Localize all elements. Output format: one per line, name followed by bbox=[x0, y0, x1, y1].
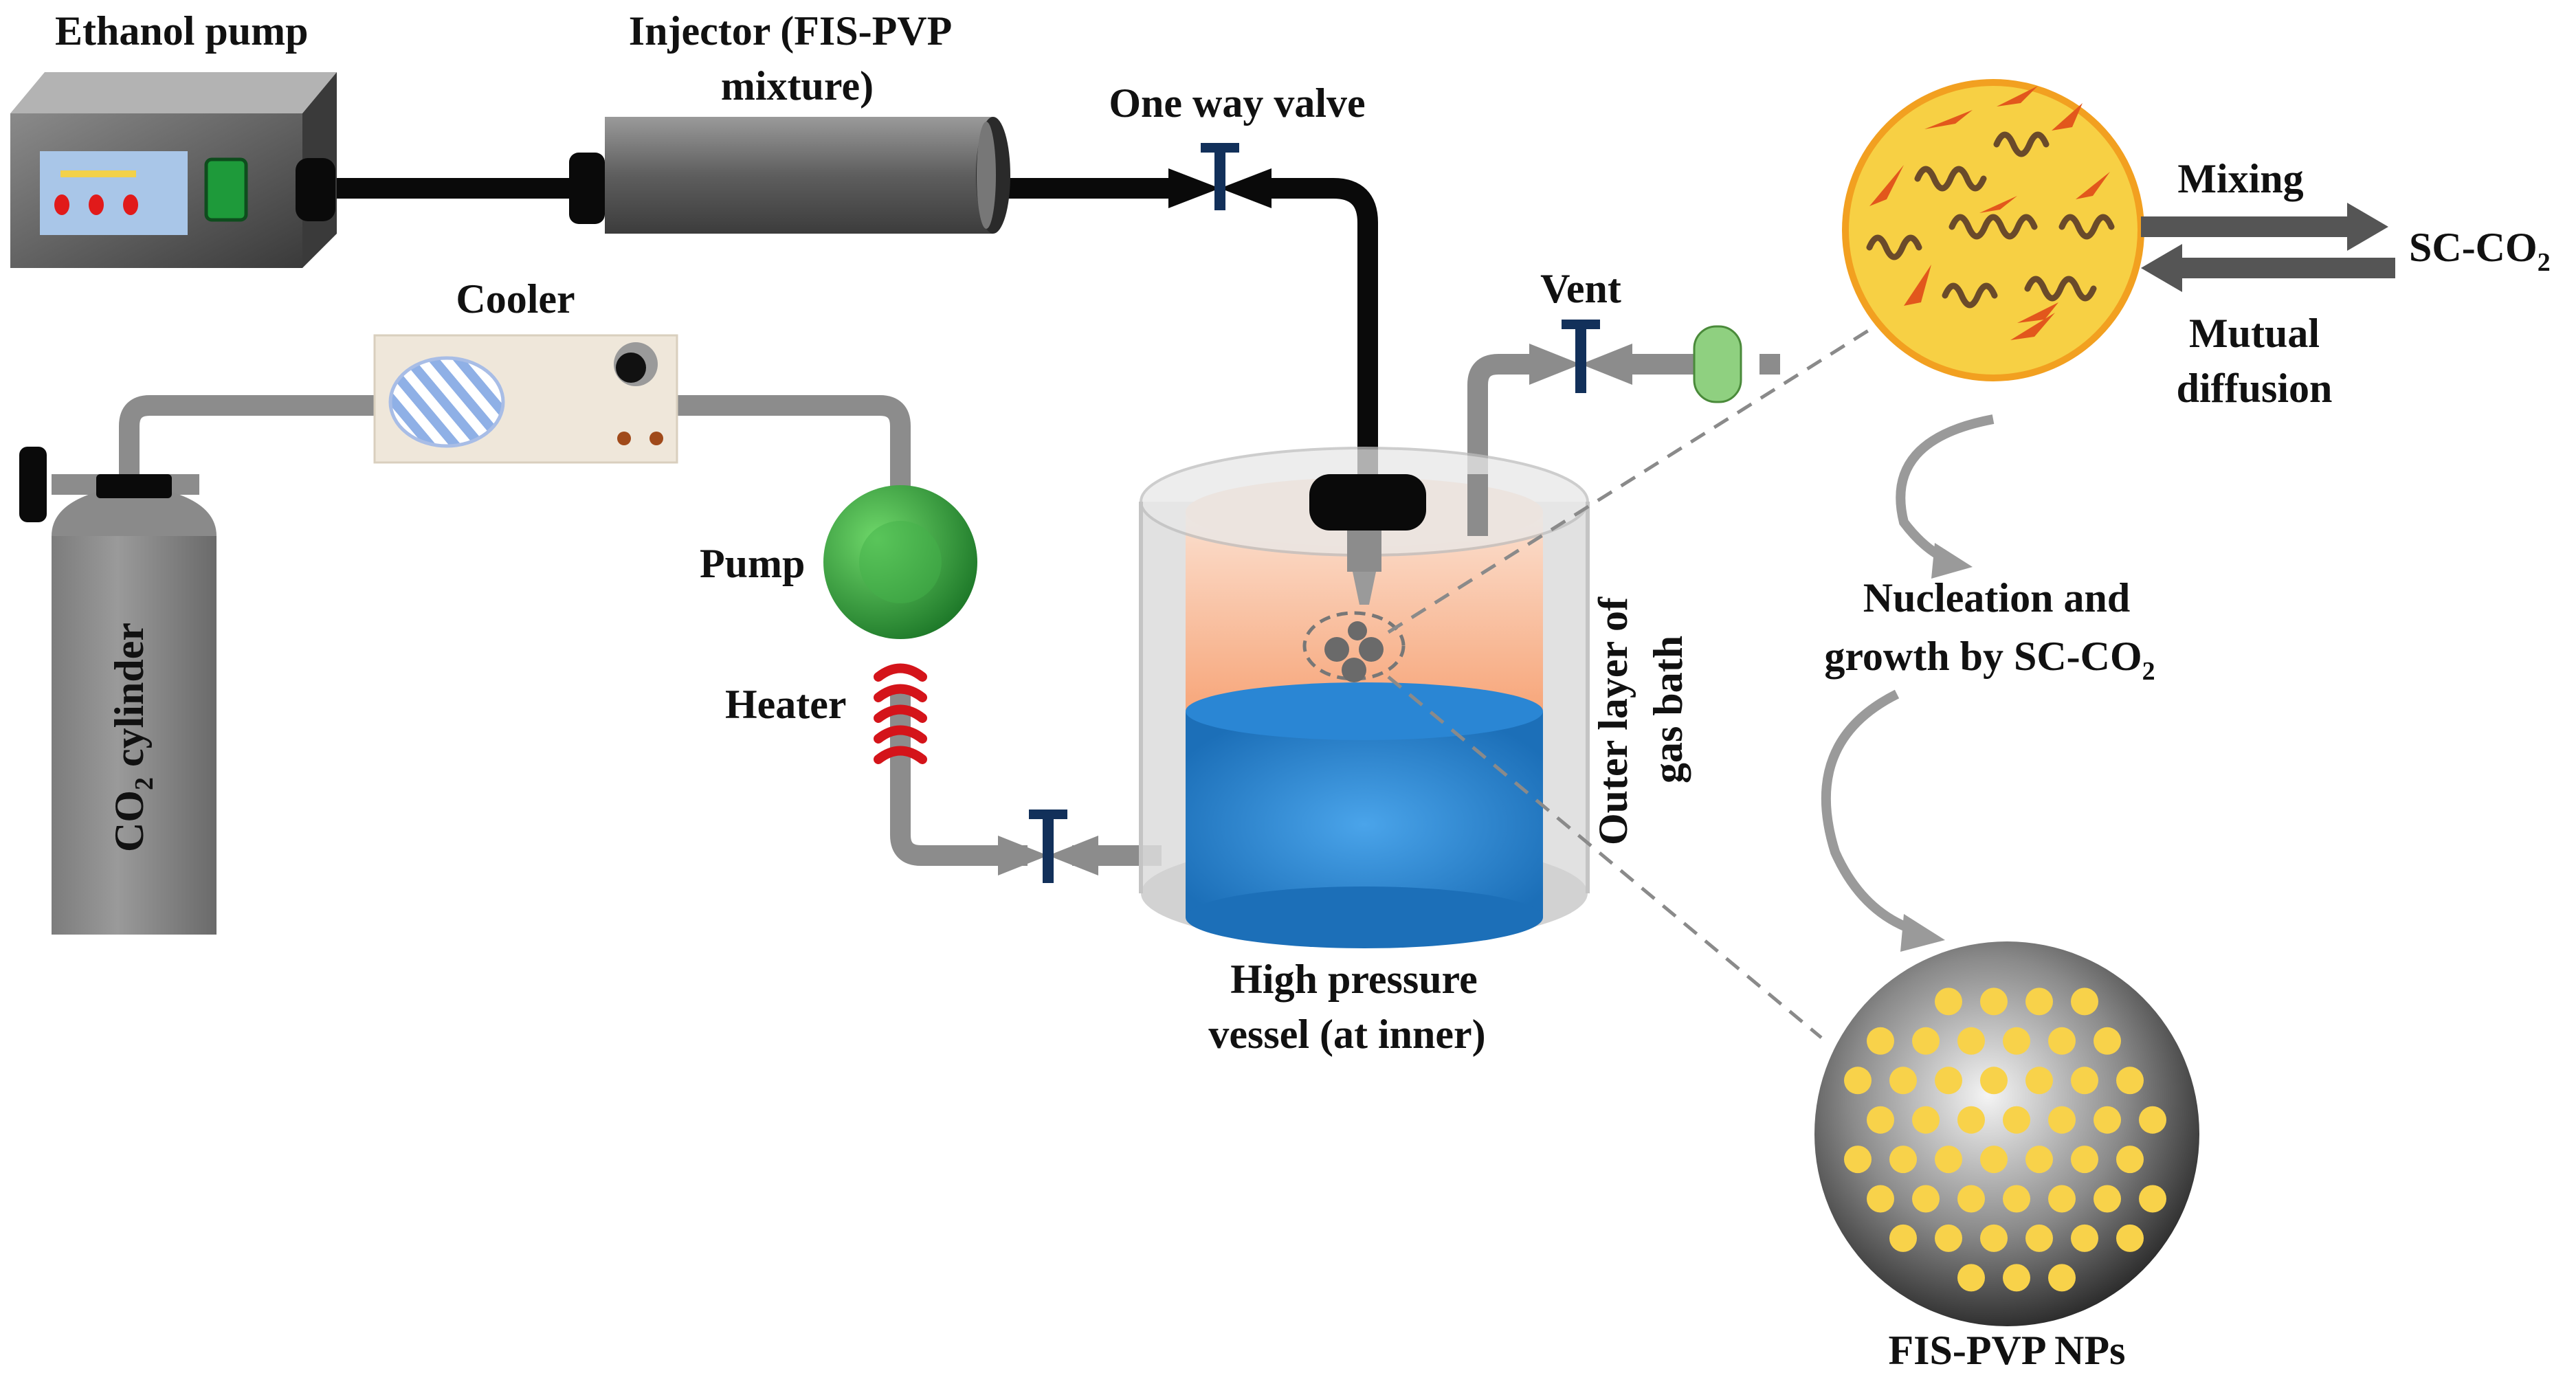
nanoparticle-dot bbox=[2003, 1264, 2030, 1292]
polymer-chain-icon bbox=[1866, 131, 2115, 309]
outer-layer-label: gas bath bbox=[1645, 636, 1691, 783]
process-arrow bbox=[1821, 689, 1945, 952]
zoom-lines bbox=[1387, 328, 1871, 1039]
nanoparticle-dot bbox=[2071, 987, 2098, 1016]
injector-label: mixture) bbox=[721, 63, 874, 109]
mutual-diffusion-label: Mutual bbox=[2189, 311, 2320, 356]
nanoparticle-dot bbox=[2025, 1067, 2053, 1095]
nanoparticle-dot bbox=[1889, 1146, 1917, 1174]
nanoparticle-dot bbox=[2048, 1027, 2076, 1055]
nanoparticle-dot bbox=[1957, 1185, 1985, 1213]
circulation-pump bbox=[823, 485, 977, 639]
outer-layer-label: Outer layer of bbox=[1590, 596, 1636, 845]
liquid-phase bbox=[1186, 711, 1543, 917]
mutual-diffusion-label: diffusion bbox=[2177, 366, 2333, 411]
nanoparticle-dot bbox=[1980, 1224, 2008, 1252]
cooler-label: Cooler bbox=[456, 276, 575, 322]
nanoparticle-dot bbox=[1912, 1027, 1940, 1055]
mutual-diffusion-arrow bbox=[2141, 244, 2395, 292]
nanoparticle-dot bbox=[2094, 1185, 2121, 1213]
sc-co2-label: SC-CO2 bbox=[2409, 225, 2551, 277]
nanoparticle-dot bbox=[1980, 1067, 2008, 1095]
vent-pipe-inlet bbox=[1467, 474, 1488, 536]
injector-label: Injector (FIS-PVP bbox=[629, 8, 952, 54]
one-way-valve bbox=[1168, 143, 1272, 210]
ethanol-pump bbox=[10, 72, 337, 268]
nanoparticle-dot bbox=[2071, 1067, 2098, 1095]
nanoparticle-dot bbox=[1957, 1264, 1985, 1292]
nanoparticle-dot bbox=[1867, 1027, 1894, 1055]
nanoparticle-dot bbox=[2048, 1185, 2076, 1213]
injection-nozzle bbox=[1309, 474, 1426, 605]
nucleation-label: growth by SC-CO2 bbox=[1824, 634, 2155, 686]
nanoparticle-dot bbox=[1867, 1106, 1894, 1134]
nanoparticle-sphere bbox=[1814, 941, 2199, 1326]
nanoparticles-label: FIS-PVP NPs bbox=[1889, 1328, 2126, 1373]
nanoparticle-dot bbox=[1935, 1067, 1962, 1095]
vent-label: Vent bbox=[1540, 266, 1621, 311]
nanoparticle-dot bbox=[2139, 1185, 2166, 1213]
co2-cylinder bbox=[19, 447, 216, 935]
nanoparticle-dot bbox=[2094, 1106, 2121, 1134]
vent-filter-icon bbox=[1693, 325, 1742, 403]
black-pipe bbox=[323, 178, 1378, 481]
indicator-light-icon bbox=[123, 194, 138, 215]
droplets bbox=[1302, 611, 1406, 682]
indicator-light-icon bbox=[89, 194, 104, 215]
nanoparticle-dot bbox=[2094, 1027, 2121, 1055]
nanoparticle-dot bbox=[1889, 1067, 1917, 1095]
mixing-label: Mixing bbox=[2177, 156, 2303, 201]
nanoparticle-dot bbox=[2116, 1224, 2144, 1252]
heater bbox=[874, 663, 927, 764]
injector bbox=[569, 117, 1010, 234]
nanoparticle-dot bbox=[2048, 1264, 2076, 1292]
heater-label: Heater bbox=[725, 682, 847, 727]
pump-label: Pump bbox=[700, 541, 805, 586]
nanoparticle-dot bbox=[2048, 1106, 2076, 1134]
cooler bbox=[373, 334, 678, 464]
nanoparticle-dot bbox=[1912, 1185, 1940, 1213]
nanoparticle-dot bbox=[2025, 1146, 2053, 1174]
inlet-valve bbox=[998, 810, 1098, 883]
drug-crystal-icon bbox=[1869, 86, 2110, 340]
mixing-arrow bbox=[2141, 203, 2388, 251]
nanoparticle-dot bbox=[2071, 1146, 2098, 1174]
nanoparticle-dot bbox=[1844, 1146, 1872, 1174]
vessel-label: High pressure bbox=[1230, 957, 1478, 1002]
nanoparticle-dot bbox=[1935, 1146, 1962, 1174]
nanoparticle-dot bbox=[1935, 1224, 1962, 1252]
nanoparticle-dot bbox=[1935, 987, 1962, 1016]
nanoparticle-dot bbox=[2071, 1224, 2098, 1252]
nanoparticle-dot bbox=[1889, 1224, 1917, 1252]
nanoparticle-dot bbox=[2139, 1106, 2166, 1134]
nanoparticle-dot bbox=[1957, 1027, 1985, 1055]
nanoparticle-dot bbox=[1912, 1106, 1940, 1134]
nanoparticle-dot bbox=[1867, 1185, 1894, 1213]
nanoparticle-dot bbox=[1980, 1146, 2008, 1174]
nanoparticle-dot bbox=[2116, 1067, 2144, 1095]
nanoparticle-dot bbox=[2003, 1185, 2030, 1213]
nanoparticle-dot bbox=[2003, 1027, 2030, 1055]
co2-cylinder-label: CO2 cylinder bbox=[107, 623, 159, 852]
nanoparticle-dot bbox=[2116, 1146, 2144, 1174]
nanoparticle-dots bbox=[1844, 987, 2166, 1292]
mixing-circle bbox=[1842, 79, 2144, 381]
pump-outlet-fitting bbox=[296, 158, 335, 221]
nanoparticle-dot bbox=[1980, 987, 2008, 1016]
nanoparticle-dot bbox=[2025, 1224, 2053, 1252]
indicator-light-icon bbox=[54, 194, 69, 215]
vessel-label: vessel (at inner) bbox=[1208, 1012, 1485, 1057]
process-arrow bbox=[1896, 414, 1995, 579]
nanoparticle-dot bbox=[2003, 1106, 2030, 1134]
nanoparticle-dot bbox=[1844, 1067, 1872, 1095]
power-switch-icon bbox=[204, 157, 248, 222]
nanoparticle-dot bbox=[1957, 1106, 1985, 1134]
one-way-valve-label: One way valve bbox=[1109, 80, 1365, 126]
vent-valve bbox=[1529, 320, 1742, 403]
ethanol-pump-label: Ethanol pump bbox=[55, 8, 309, 54]
nucleation-label: Nucleation and bbox=[1863, 575, 2130, 621]
nanoparticle-dot bbox=[2025, 987, 2053, 1016]
